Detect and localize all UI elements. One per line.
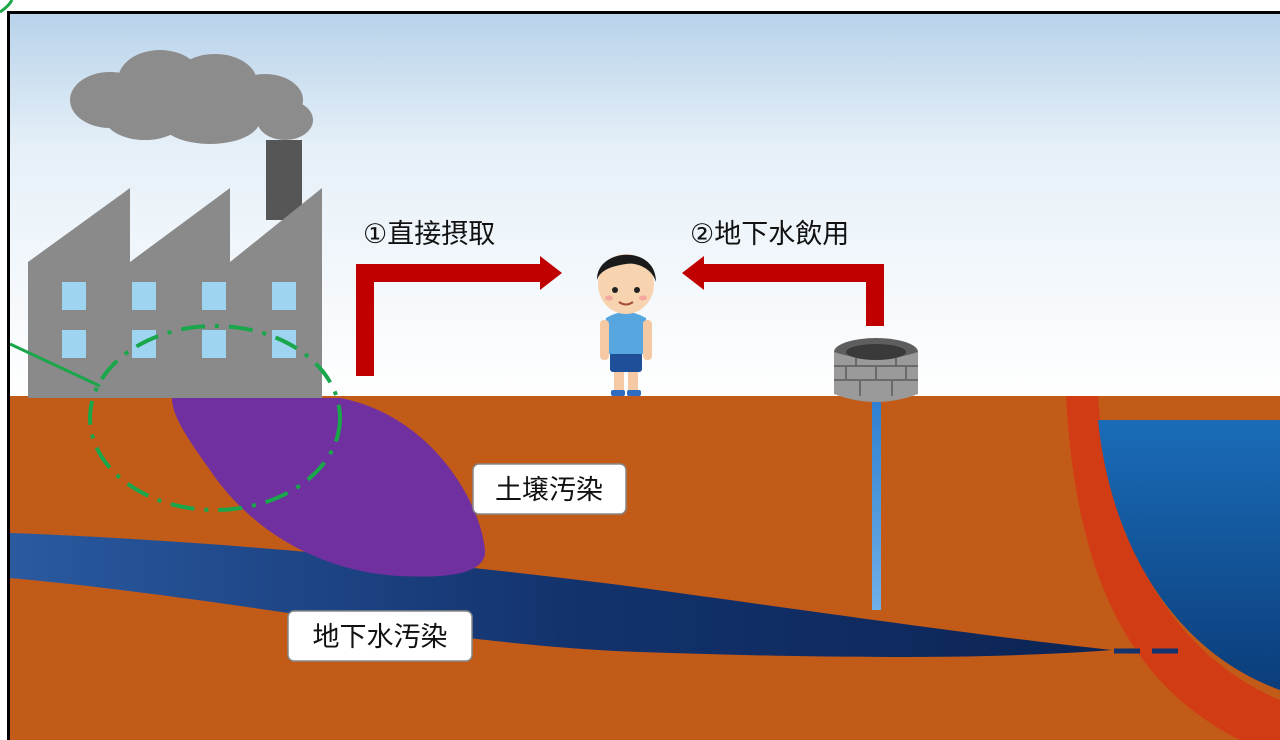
sea-edge <box>1066 396 1280 740</box>
factory-icon <box>28 50 322 398</box>
label-groundwater-drinking: ②地下水飲用 <box>690 219 849 250</box>
highlight-leader-line <box>9 342 101 388</box>
sea <box>1098 420 1280 690</box>
arrow-direct-intake <box>356 256 562 376</box>
soil-contamination-label-box <box>472 463 627 515</box>
label-soil-contamination: 土壌汚染 <box>495 475 603 506</box>
label-groundwater-contamination: 地下水汚染 <box>313 622 448 653</box>
groundwater-contamination-label-box <box>287 610 473 662</box>
child-icon <box>596 254 656 396</box>
label-direct-intake: ①直接摂取 <box>363 219 495 250</box>
groundwater-layer <box>10 533 1112 657</box>
well-pipe <box>872 402 881 610</box>
diagram-frame <box>7 11 1280 740</box>
arrow-groundwater-drinking <box>682 256 884 326</box>
well-icon <box>834 338 918 402</box>
soil-contamination-plume <box>172 398 486 577</box>
top-left-green-mark <box>0 0 14 14</box>
highlight-circle <box>88 324 342 512</box>
